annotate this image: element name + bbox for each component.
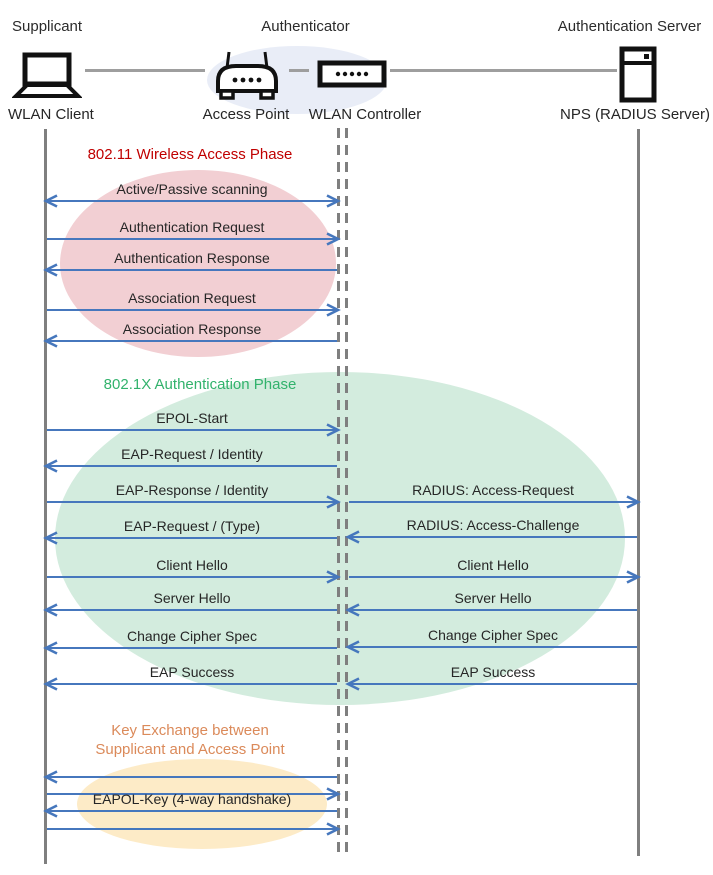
message-label: Change Cipher Spec <box>428 627 558 643</box>
connector-client-to-ap <box>85 69 205 72</box>
lifeline-wlan-client <box>44 129 47 864</box>
message-arrow <box>43 459 337 473</box>
message-label: Client Hello <box>156 557 228 573</box>
phase-8021x-title: 802.1X Authentication Phase <box>103 376 297 393</box>
device-wlan-client-label: WLAN Client <box>8 106 94 123</box>
phase-key-exchange-ellipse <box>77 759 327 849</box>
message-arrow <box>47 303 341 317</box>
role-authenticator-label: Authenticator <box>261 18 350 35</box>
message-arrow <box>47 423 341 437</box>
message-label: EAP-Request / (Type) <box>123 518 261 534</box>
message-arrow <box>47 787 341 801</box>
message-label: RADIUS: Access-Challenge <box>406 517 580 533</box>
message-label: EAP Success <box>149 664 235 680</box>
laptop-icon <box>12 52 82 98</box>
message-label: Association Request <box>128 290 256 306</box>
message-arrow <box>43 770 337 784</box>
message-arrow <box>345 603 637 617</box>
message-arrow <box>47 495 341 509</box>
wireless-router-icon <box>216 51 278 100</box>
message-arrow <box>349 495 641 509</box>
message-label: Server Hello <box>153 590 231 606</box>
controller-box-icon <box>317 60 387 88</box>
message-arrow <box>349 570 641 584</box>
server-tower-icon <box>619 46 657 103</box>
message-label: RADIUS: Access-Request <box>412 482 574 498</box>
message-arrow <box>47 822 341 836</box>
role-supplicant-label: Supplicant <box>12 18 83 35</box>
lifeline-wlan-controller-dash-right <box>345 128 348 859</box>
message-label: EAP-Request / Identity <box>121 446 263 462</box>
message-arrow <box>345 677 637 691</box>
message-label: Change Cipher Spec <box>127 628 257 644</box>
message-label: Active/Passive scanning <box>116 181 268 197</box>
message-arrow <box>43 641 337 655</box>
lifeline-nps-server <box>637 129 640 856</box>
message-label: Association Response <box>122 321 262 337</box>
message-arrow <box>345 640 637 654</box>
message-label: Client Hello <box>457 557 529 573</box>
device-access-point-label: Access Point <box>202 106 290 123</box>
connector-ap-to-controller <box>289 69 309 72</box>
device-nps-label: NPS (RADIUS Server) <box>559 106 711 123</box>
message-label: Authentication Response <box>114 250 270 266</box>
message-arrow <box>43 194 341 208</box>
phase-key-exchange-title: Key Exchange between Supplicant and Acce… <box>45 721 335 759</box>
message-label: EPOL-Start <box>156 410 228 426</box>
message-label: EAP-Response / Identity <box>115 482 269 498</box>
phase-key-exchange-title-line1: Key Exchange between <box>111 722 269 739</box>
message-arrow <box>43 603 337 617</box>
role-authentication-server-label: Authentication Server <box>557 18 702 35</box>
message-label: Server Hello <box>454 590 532 606</box>
message-arrow <box>43 263 337 277</box>
lifeline-wlan-controller-dash-left <box>337 128 340 859</box>
connector-controller-to-server <box>390 69 617 72</box>
phase-80211-title: 802.11 Wireless Access Phase <box>87 146 293 163</box>
message-arrow <box>43 531 337 545</box>
message-arrow <box>43 804 337 818</box>
message-arrow <box>345 530 637 544</box>
message-arrow <box>47 570 341 584</box>
message-arrow <box>47 232 341 246</box>
message-label: Authentication Request <box>119 219 265 235</box>
phase-key-exchange-title-line2: Supplicant and Access Point <box>95 741 285 758</box>
message-label: EAP Success <box>450 664 536 680</box>
message-arrow <box>43 334 337 348</box>
device-wlan-controller-label: WLAN Controller <box>308 106 422 123</box>
message-arrow <box>43 677 337 691</box>
message-label: EAPOL-Key (4-way handshake) <box>92 791 292 807</box>
